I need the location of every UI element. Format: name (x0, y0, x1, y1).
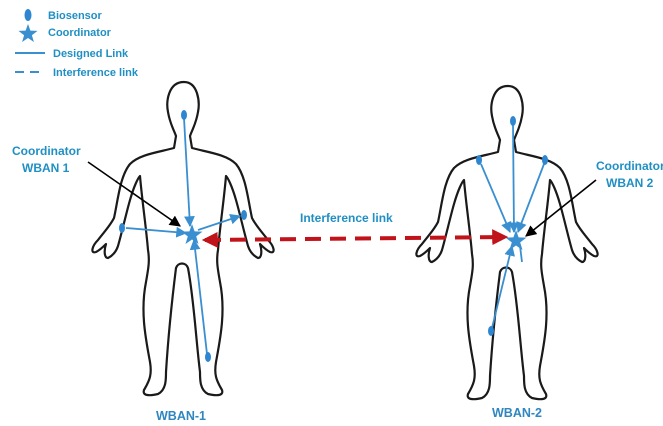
designed-link (481, 164, 510, 232)
legend-biosensor-label: Biosensor (48, 10, 103, 22)
designed-link (513, 124, 514, 232)
legend-coordinator-label: Coordinator (48, 27, 112, 39)
interference-link-label: Interference link (300, 211, 393, 225)
coordinator-wban1-sublabel: WBAN 1 (22, 161, 70, 175)
coordinator-wban1-label: Coordinator (12, 144, 81, 158)
coordinator-wban2-icon (506, 230, 527, 250)
designed-link (492, 246, 512, 328)
designed-link (184, 118, 190, 226)
biosensor-icon (476, 155, 482, 165)
biosensor-icon (181, 110, 187, 120)
designed-link (126, 228, 186, 233)
coordinator-wban1-pointer (88, 162, 180, 226)
biosensor-icon (205, 352, 211, 362)
wban2-human-body (416, 86, 597, 399)
biosensor-icon (241, 210, 247, 220)
biosensor-icon (119, 223, 125, 233)
coordinator-wban2-sublabel: WBAN 2 (606, 176, 654, 190)
biosensor-icon (510, 116, 516, 126)
wban1-caption: WBAN-1 (156, 409, 206, 423)
legend-designed-link-label: Designed Link (53, 48, 129, 60)
wban1-human-body (92, 82, 273, 395)
interference-link-arrow (205, 237, 505, 240)
coordinator-wban1-icon (182, 224, 203, 244)
coordinator-wban2-pointer (526, 180, 596, 236)
designed-link (198, 216, 240, 230)
designed-link (518, 164, 544, 232)
legend: Biosensor Coordinator Designed Link Inte… (15, 9, 139, 79)
biosensor-legend-icon (25, 9, 32, 21)
biosensor-icon (488, 326, 494, 336)
coordinator-legend-icon (19, 24, 38, 42)
wban2-caption: WBAN-2 (492, 406, 542, 420)
biosensor-icon (542, 155, 548, 165)
legend-interference-link-label: Interference link (53, 67, 139, 79)
coordinator-wban2-label: Coordinator (596, 159, 663, 173)
